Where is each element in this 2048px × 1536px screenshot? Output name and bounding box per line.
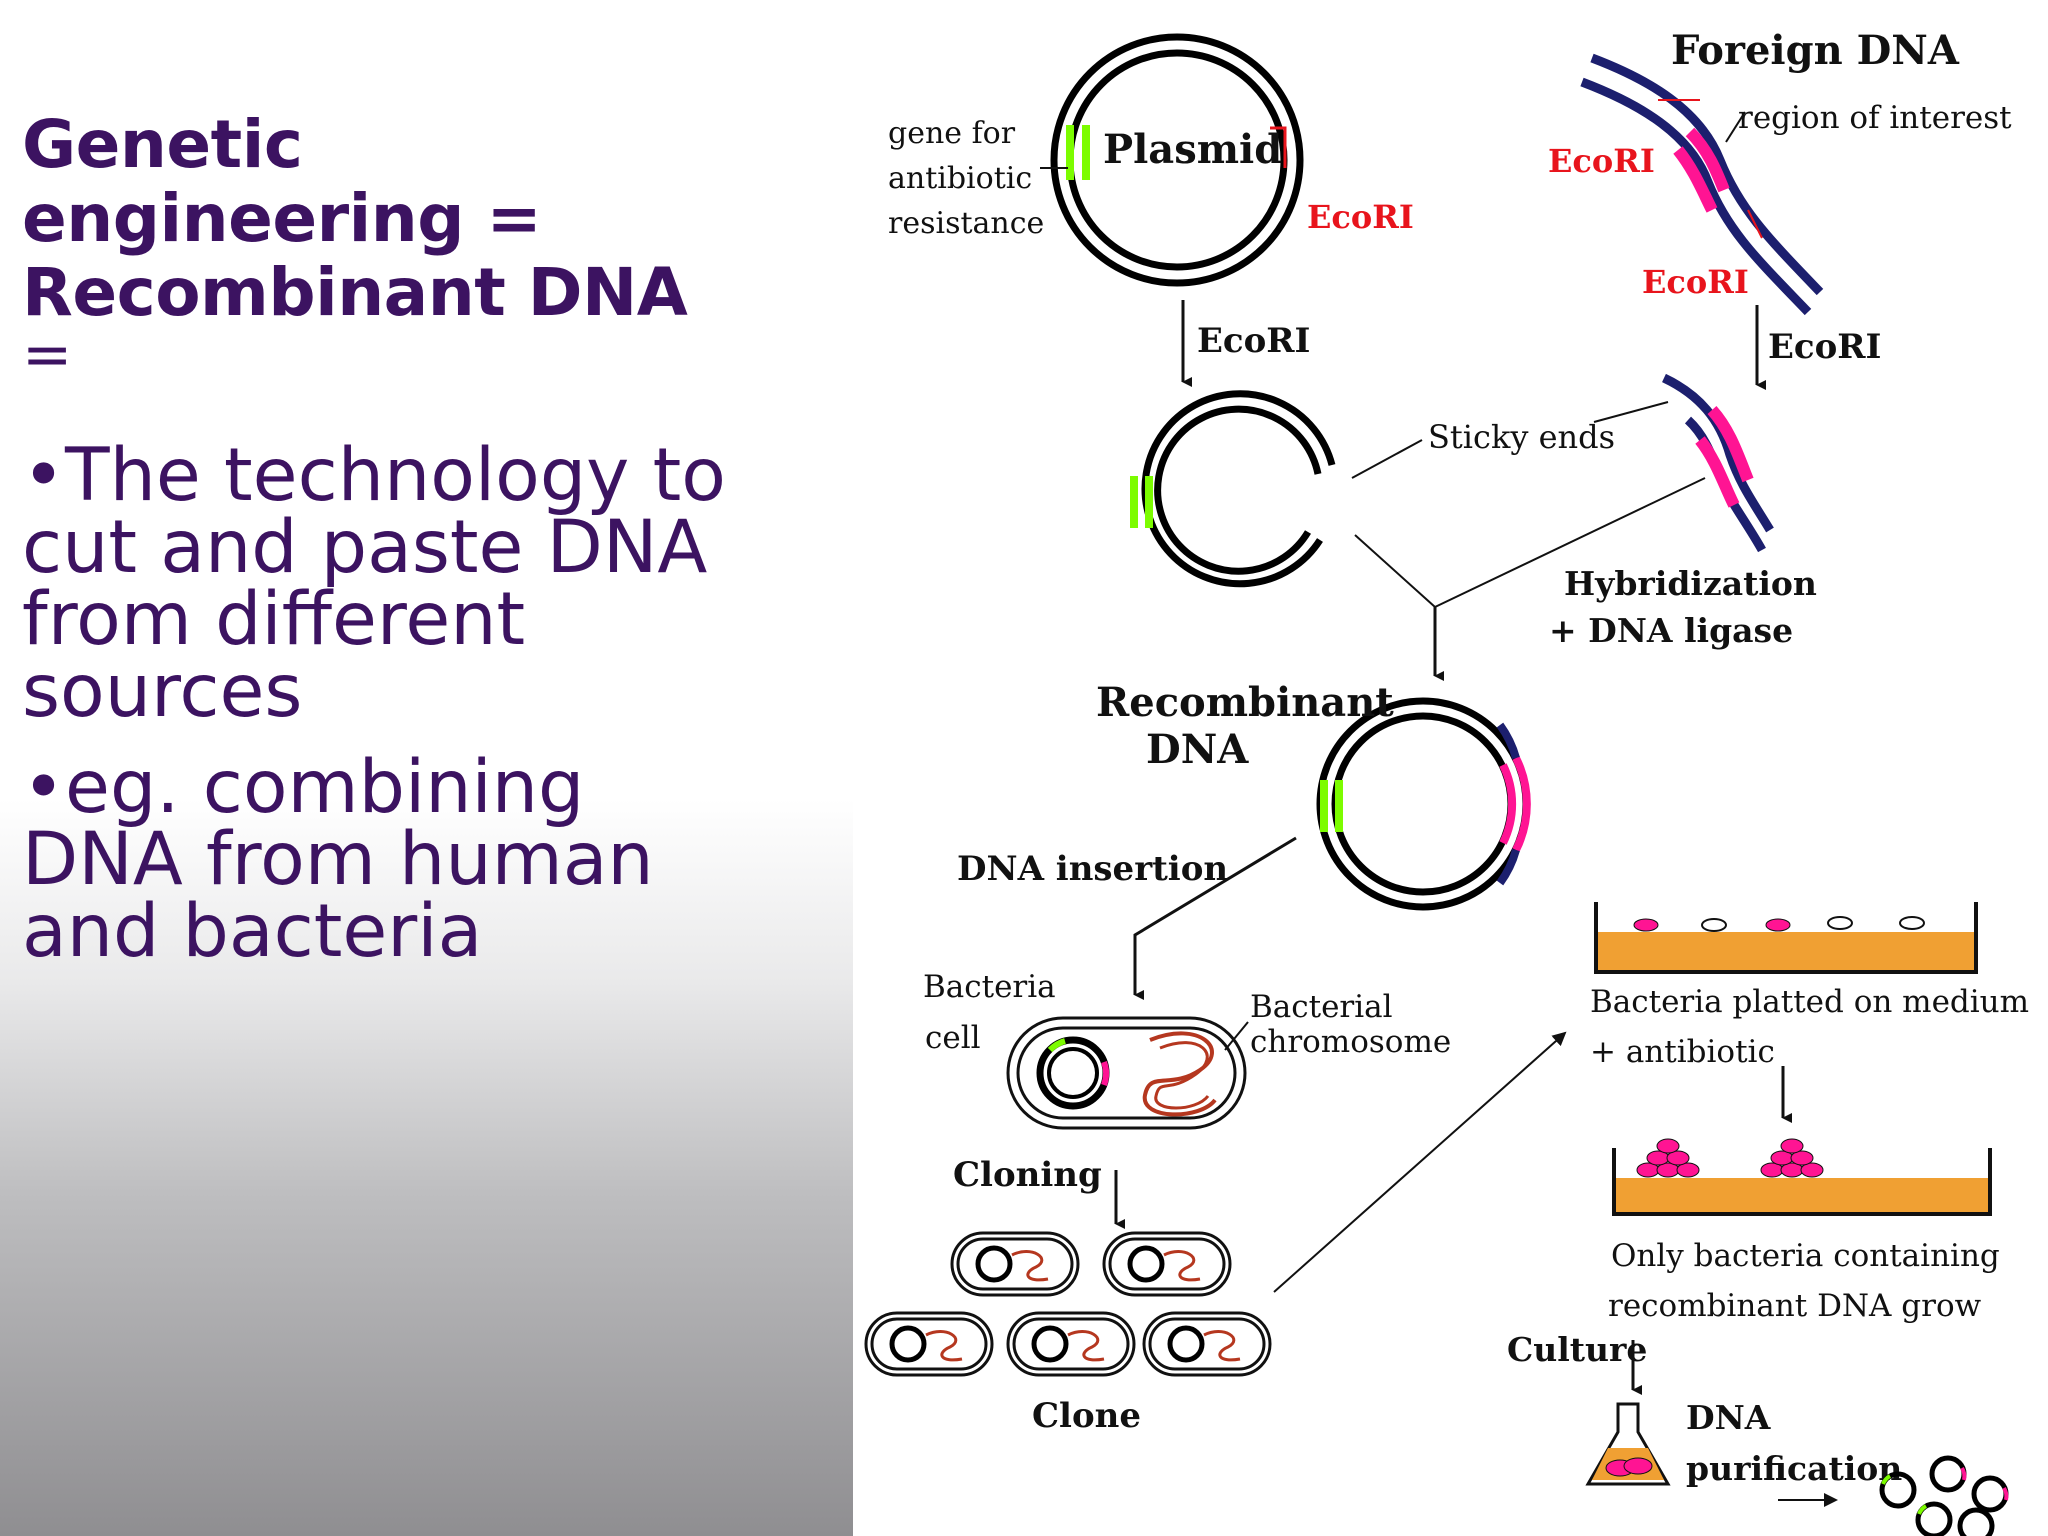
agar-plate-selected xyxy=(1612,1138,1992,1216)
insertion-arrow xyxy=(1133,836,1297,1000)
gene-label-line: resistance xyxy=(888,206,1044,241)
cut-plasmid xyxy=(1130,390,1336,588)
bacterial-chromosome-label-line: Bacterial xyxy=(1250,989,1393,1025)
bacteria-cell xyxy=(1006,1016,1247,1130)
clone-colony xyxy=(864,1231,1272,1377)
slide-text-panel: Genetic engineering = Recombinant DNA = … xyxy=(0,0,853,1536)
clone-label: Clone xyxy=(1032,1396,1141,1436)
cloning-label: Cloning xyxy=(953,1155,1102,1195)
ecori-arrow-left-label: EcoRI xyxy=(1197,321,1310,361)
bullet-line: cut and paste DNA xyxy=(22,505,708,590)
foreign-fragment xyxy=(1662,373,1774,553)
foreign-dna-label: Foreign DNA xyxy=(1671,27,1960,74)
gene-label-line: antibiotic xyxy=(888,161,1032,196)
ecori-plasmid-label: EcoRI xyxy=(1307,198,1414,236)
title-line: Genetic xyxy=(22,106,303,183)
region-of-interest-label: region of interest xyxy=(1738,100,2012,136)
hybridization-label-line: Hybridization xyxy=(1564,564,1817,603)
bacterial-chromosome-label-line: chromosome xyxy=(1250,1024,1451,1060)
flask-icon xyxy=(1585,1402,1671,1486)
title-line: engineering = xyxy=(22,180,542,257)
bullet-line: •The technology to xyxy=(22,433,726,518)
sticky-pointer-right xyxy=(1593,401,1669,423)
recombinant-dna-diagram: Plasmid gene for antibiotic resistance E… xyxy=(853,0,2048,1536)
hybridization-label-line: + DNA ligase xyxy=(1549,611,1793,650)
bullet-line: from different xyxy=(22,577,526,662)
culture-label: Culture xyxy=(1507,1330,1647,1369)
bullet-line: sources xyxy=(22,649,303,734)
dna-insertion-label: DNA insertion xyxy=(957,849,1228,889)
bullet-line: DNA from human xyxy=(22,817,654,902)
purified-plasmids xyxy=(1879,1455,2009,1536)
bacteria-cell-label-line: Bacteria xyxy=(923,969,1056,1005)
ecori-foreign-bottom-label: EcoRI xyxy=(1642,263,1749,301)
bullet-line: •eg. combining xyxy=(22,745,585,830)
dna-purification-label-line: DNA xyxy=(1686,1398,1771,1437)
region-pointer xyxy=(1725,111,1746,143)
agar-plate-initial xyxy=(1594,902,1978,974)
sticky-ends-label: Sticky ends xyxy=(1428,418,1615,456)
slide-title: Genetic engineering = Recombinant DNA = xyxy=(22,106,822,390)
plasmid-ring xyxy=(1050,33,1304,287)
bullet-definition: •The technology to cut and paste DNA fro… xyxy=(22,433,822,734)
plated-label-line: + antibiotic xyxy=(1590,1034,1775,1070)
bullet-line: and bacteria xyxy=(22,889,483,974)
title-equals: = xyxy=(22,320,72,390)
ecori-arrow-right-label: EcoRI xyxy=(1768,327,1881,367)
chromosome-pointer xyxy=(1224,1021,1249,1051)
dna-purification-label-line: purification xyxy=(1686,1449,1902,1488)
only-bacteria-label-line: Only bacteria containing xyxy=(1611,1238,2000,1274)
plating-arrow xyxy=(1273,1031,1567,1293)
recombinant-label-line: Recombinant xyxy=(1096,679,1394,726)
recombinant-label-line: DNA xyxy=(1146,726,1249,773)
recombinant-plasmid xyxy=(1316,697,1531,911)
ecori-foreign-top-label: EcoRI xyxy=(1548,142,1655,180)
gene-label-line: gene for xyxy=(888,116,1016,151)
bacteria-cell-label-line: cell xyxy=(925,1020,981,1056)
only-bacteria-label-line: recombinant DNA grow xyxy=(1608,1288,1982,1324)
merge-lines xyxy=(1354,477,1706,681)
plasmid-label: Plasmid xyxy=(1103,126,1282,173)
foreign-dna-strand xyxy=(1580,53,1824,316)
sticky-pointer-left xyxy=(1351,439,1423,479)
plated-label-line: Bacteria platted on medium xyxy=(1590,984,2029,1020)
bullet-example: •eg. combining DNA from human and bacter… xyxy=(22,745,822,974)
title-line: Recombinant DNA xyxy=(22,254,688,331)
